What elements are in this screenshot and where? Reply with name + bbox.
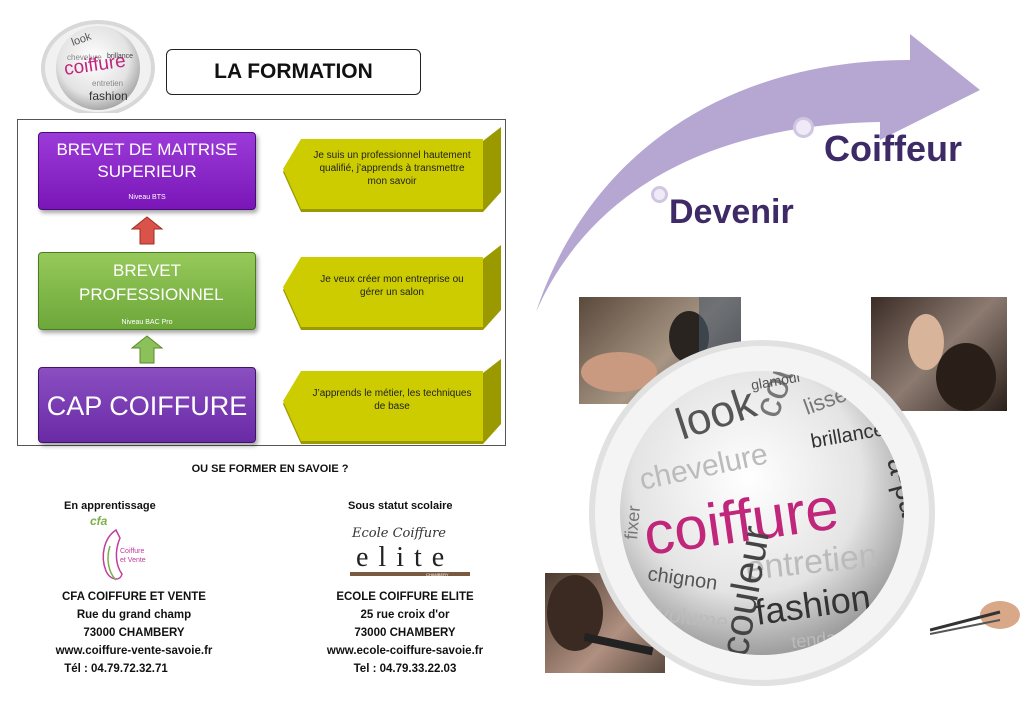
arrow-up-red-icon	[131, 216, 163, 245]
cfa-city: 73000 CHAMBERY	[83, 627, 185, 639]
sphere-word: fixer	[621, 505, 644, 541]
note-bms-text: Je suis un professionnel hautement quali…	[313, 150, 471, 187]
note-cap-text: J’apprends le métier, les techniques de …	[312, 388, 472, 412]
salon-photo-2	[871, 297, 1007, 411]
apprentissage-heading: En apprentissage	[64, 500, 156, 512]
cfa-phone: Tél : 04.79.72.32.71	[64, 663, 168, 675]
cfa-logo-graphic	[102, 528, 123, 581]
svg-text:chevelure: chevelure	[67, 53, 102, 62]
elite-address: ECOLE COIFFURE ELITE 25 rue croix d'or 7…	[305, 588, 505, 678]
where-question: OU SE FORMER EN SAVOIE ?	[191, 463, 349, 475]
scissors-icon	[930, 601, 1020, 635]
slogan-devenir: Devenir	[669, 193, 794, 231]
cfa-logo-text: cfa	[90, 514, 108, 528]
cfa-website-link[interactable]: www.coiffure-vente-savoie.fr	[55, 645, 213, 657]
elite-logo-text: elite	[356, 542, 455, 573]
cfa-logo: cfa Coiffure et Vente	[86, 514, 146, 588]
curved-arrow-graphic	[536, 34, 980, 312]
coiffure-word-sphere-graphic: look coup brillance chevelure coiffure e…	[589, 340, 935, 686]
coiffure-word-sphere-small: look chevelure coiffure entretien fashio…	[37, 18, 159, 116]
scolaire-heading: Sous statut scolaire	[348, 500, 453, 512]
coiffure-word-sphere-large: look coup brillance chevelure coiffure e…	[587, 330, 937, 695]
level-cap-coiffure-label: CAP COIFFURE	[46, 391, 248, 421]
elite-logo: Ecole Coiffure elite CHAMBERY	[330, 520, 470, 580]
note-shape	[283, 359, 501, 444]
svg-text:fashion: fashion	[89, 89, 128, 103]
note-shape	[283, 127, 501, 212]
cfa-street: Rue du grand champ	[76, 609, 192, 621]
salon-photo-2-graphic	[908, 314, 996, 411]
level-cap-coiffure: CAP COIFFURE	[38, 367, 256, 443]
arrow-dot-icon	[651, 186, 668, 203]
cfa-logo-sub2: et Vente	[120, 557, 146, 564]
elite-phone: Tel : 04.79.33.22.03	[353, 663, 457, 675]
level-brevet-maitrise: BREVET DE MAITRISE SUPERIEUR Niveau BTS	[38, 132, 256, 210]
level-brevet-professionnel: BREVET PROFESSIONNEL Niveau BAC Pro	[38, 252, 256, 330]
note-bms: Je suis un professionnel hautement quali…	[283, 127, 501, 212]
elite-website-link[interactable]: www.ecole-coiffure-savoie.fr	[326, 645, 484, 657]
arrow-dot-icon	[793, 117, 814, 138]
elite-logo-bar	[350, 572, 470, 576]
arrow-up-green-icon	[131, 335, 163, 364]
svg-text:entretien: entretien	[92, 79, 123, 88]
salon-photo-3	[545, 573, 665, 673]
elite-street: 25 rue croix d'or	[360, 609, 450, 621]
note-cap: J’apprends le métier, les techniques de …	[283, 359, 501, 444]
salon-photo-3-graphic	[547, 575, 654, 656]
note-bp-text: Je veux créer mon entreprise ou gérer un…	[320, 274, 464, 298]
cfa-logo-sub1: Coiffure	[120, 548, 145, 555]
level-brevet-maitrise-label: BREVET DE MAITRISE SUPERIEUR	[56, 140, 238, 181]
cfa-name: CFA COIFFURE ET VENTE	[62, 591, 206, 603]
cfa-address: CFA COIFFURE ET VENTE Rue du grand champ…	[34, 588, 234, 678]
slogan-coiffeur: Coiffeur	[824, 128, 962, 169]
page-title: LA FORMATION	[166, 49, 421, 95]
level-brevet-professionnel-sub: Niveau BAC Pro	[121, 319, 173, 326]
elite-name: ECOLE COIFFURE ELITE	[336, 591, 474, 603]
level-brevet-professionnel-label: BREVET PROFESSIONNEL	[79, 261, 224, 304]
svg-text:brillance: brillance	[107, 53, 133, 60]
level-brevet-maitrise-sub: Niveau BTS	[128, 194, 166, 201]
note-bp: Je veux créer mon entreprise ou gérer un…	[283, 245, 501, 330]
elite-city: 73000 CHAMBERY	[354, 627, 456, 639]
elite-logo-city: CHAMBERY	[426, 572, 449, 577]
elite-logo-script: Ecole Coiffure	[352, 526, 447, 541]
note-shape	[283, 245, 501, 330]
